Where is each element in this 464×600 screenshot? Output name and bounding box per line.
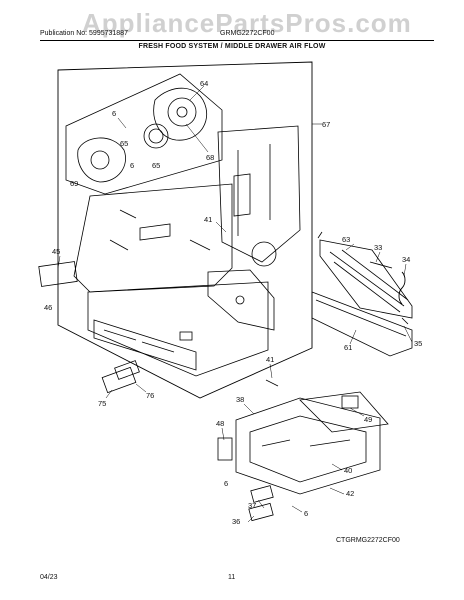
fan-inset-box — [65, 73, 223, 195]
header-rule — [40, 40, 434, 41]
heater-rod — [369, 261, 406, 305]
evaporator-coil — [317, 231, 413, 325]
callout-64: 64 — [200, 79, 208, 88]
footer-date: 04/23 — [40, 574, 58, 581]
callout-61: 61 — [344, 343, 352, 352]
callout-35: 35 — [414, 339, 422, 348]
drain-tray — [311, 291, 413, 357]
drawer-cover — [87, 281, 269, 377]
callout-69: 69 — [70, 179, 78, 188]
callout-6-d: 6 — [304, 509, 308, 518]
diagram-title: FRESH FOOD SYSTEM / MIDDLE DRAWER AIR FL… — [138, 43, 326, 50]
leader-lines — [57, 85, 413, 523]
callout-67: 67 — [322, 120, 330, 129]
callout-41-a: 41 — [204, 215, 212, 224]
callout-76: 76 — [146, 391, 154, 400]
page-number: 11 — [228, 574, 236, 581]
assembly-frame — [57, 61, 313, 399]
publication-number: Publication No: 5995731887 — [40, 30, 128, 37]
callout-34: 34 — [402, 255, 410, 264]
control-board-assembly — [235, 391, 389, 495]
callout-6-b: 6 — [130, 161, 134, 170]
callout-68: 68 — [206, 153, 214, 162]
callout-41-b: 41 — [266, 355, 274, 364]
watermark: AppliancePartsPros.com — [82, 8, 412, 38]
callout-6-a: 6 — [112, 109, 116, 118]
callout-49: 49 — [364, 415, 372, 424]
callout-6-c: 6 — [224, 479, 228, 488]
callout-46: 46 — [44, 303, 52, 312]
air-duct-panel — [73, 183, 233, 293]
callout-75: 75 — [98, 399, 106, 408]
callout-65-a: 65 — [120, 139, 128, 148]
callout-63: 63 — [342, 235, 350, 244]
small-parts — [38, 261, 279, 522]
callout-33: 33 — [374, 243, 382, 252]
callout-42: 42 — [346, 489, 354, 498]
diagram-code: CTGRMG2272CF00 — [336, 537, 400, 544]
callout-40: 40 — [344, 466, 352, 475]
callout-36: 36 — [232, 517, 240, 526]
damper-bracket — [207, 269, 275, 331]
callout-37: 37 — [248, 501, 256, 510]
fan-housing — [77, 87, 208, 183]
callout-45: 45 — [52, 247, 60, 256]
callout-65-b: 65 — [152, 161, 160, 170]
callout-38: 38 — [236, 395, 244, 404]
callout-48: 48 — [216, 419, 224, 428]
rear-channel-panel — [217, 125, 301, 267]
model-number: GRMG2272CF00 — [220, 30, 275, 37]
